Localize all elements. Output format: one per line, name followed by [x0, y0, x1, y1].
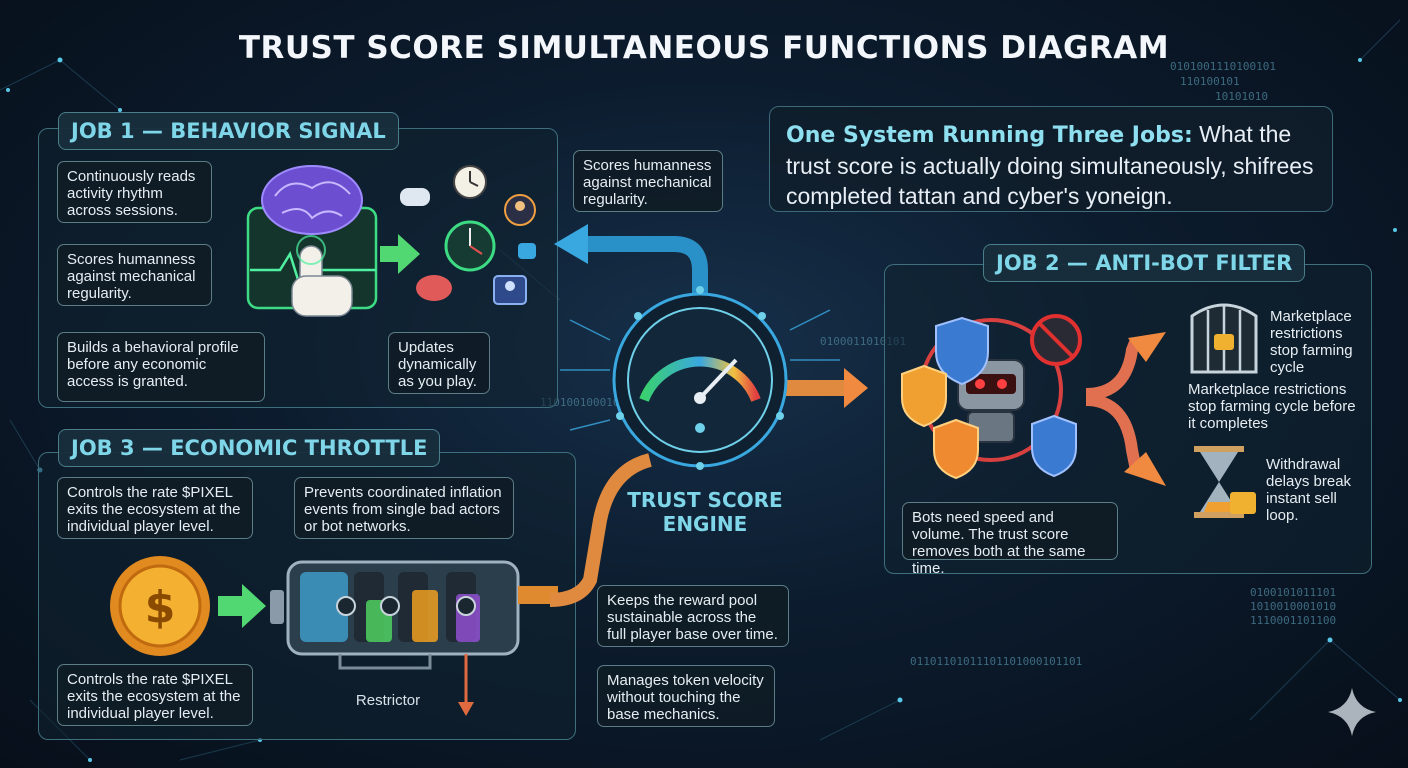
user-icon — [504, 194, 536, 226]
binary-text: 1010010001010 — [1250, 600, 1337, 613]
shield-icon — [1031, 414, 1077, 478]
user-icon — [493, 275, 527, 305]
job1-note-profile: Builds a behavioral profile before any e… — [57, 332, 265, 402]
job3-tag: JOB 3 — ECONOMIC THROTTLE — [58, 429, 441, 467]
binary-text: 10101010 — [1215, 90, 1268, 103]
dollar-coin-icon: $ — [110, 556, 210, 656]
hand-pointer-icon — [291, 235, 353, 317]
job1-note-reads: Continuously reads activity rhythm acros… — [57, 161, 212, 223]
engine-label: TRUST SCORE ENGINE — [620, 488, 790, 536]
job2-marketplace-long: Marketplace restrictions stop farming cy… — [1188, 381, 1356, 432]
job1-note-scores: Scores humanness against mechanical regu… — [57, 244, 212, 306]
job3-note-sustainable: Keeps the reward pool sustainable across… — [597, 585, 789, 647]
shield-icon — [935, 316, 989, 386]
lock-gate-icon — [1190, 303, 1258, 374]
engine-label-line2: ENGINE — [662, 512, 748, 536]
shield-icon — [933, 418, 979, 480]
shield-icon — [901, 364, 947, 428]
job1-tag: JOB 1 — BEHAVIOR SIGNAL — [58, 112, 399, 150]
trust-score-engine — [549, 224, 868, 607]
summary-text: What the trust score is actually doing s… — [786, 121, 1314, 209]
coin-symbol: $ — [145, 582, 176, 633]
binary-text: 0101001110100101 — [1170, 60, 1276, 73]
sparkle-icon — [1328, 688, 1376, 736]
job2-withdrawal: Withdrawal delays break instant sell loo… — [1266, 456, 1352, 524]
job2-illustration — [901, 314, 1166, 486]
job3-illustration: $ Restrictor — [110, 556, 558, 716]
job3-note-controls-top: Controls the rate $PIXEL exits the ecosy… — [57, 477, 253, 539]
engine-label-line1: TRUST SCORE — [627, 488, 783, 512]
summary-box: One System Running Three Jobs: What the … — [769, 106, 1333, 212]
binary-text: 0100101011101 — [1250, 586, 1337, 599]
job1-note-updates: Updates dynamically as you play. — [388, 332, 490, 394]
restrictor-label: Restrictor — [356, 692, 420, 709]
job3-note-velocity: Manages token velocity without touching … — [597, 665, 775, 727]
question-icon — [518, 243, 536, 259]
clock-icon — [453, 165, 487, 199]
diagram-title: TRUST SCORE SIMULTANEOUS FUNCTIONS DIAGR… — [238, 30, 1170, 66]
summary-heading: One System Running Three Jobs: — [786, 123, 1193, 148]
brain-icon — [261, 165, 363, 235]
job2-note-bots: Bots need speed and volume. The trust sc… — [902, 502, 1118, 577]
job3-note-controls-bottom: Controls the rate $PIXEL exits the ecosy… — [57, 664, 253, 726]
gauge-icon — [612, 292, 788, 468]
job2-marketplace-short: Marketplace restrictions stop farming cy… — [1270, 308, 1353, 376]
binary-text: 01101101011101101000101101 — [910, 655, 1083, 668]
binary-text: 1101001000101 — [540, 396, 627, 409]
binary-text: 1110001101100 — [1250, 614, 1337, 627]
binary-text: 110100101 — [1180, 75, 1240, 88]
engine-note-scores: Scores humanness against mechanical regu… — [573, 150, 723, 212]
job1-illustration — [246, 165, 536, 317]
gamepad-icon — [400, 188, 430, 206]
job2-tag: JOB 2 — ANTI-BOT FILTER — [983, 244, 1306, 282]
job3-note-prevents: Prevents coordinated inflation events fr… — [294, 477, 514, 539]
hourglass-lock-icon — [1194, 446, 1256, 518]
gear-blocked-icon — [1030, 314, 1082, 366]
job2-side-icons — [1190, 303, 1258, 518]
